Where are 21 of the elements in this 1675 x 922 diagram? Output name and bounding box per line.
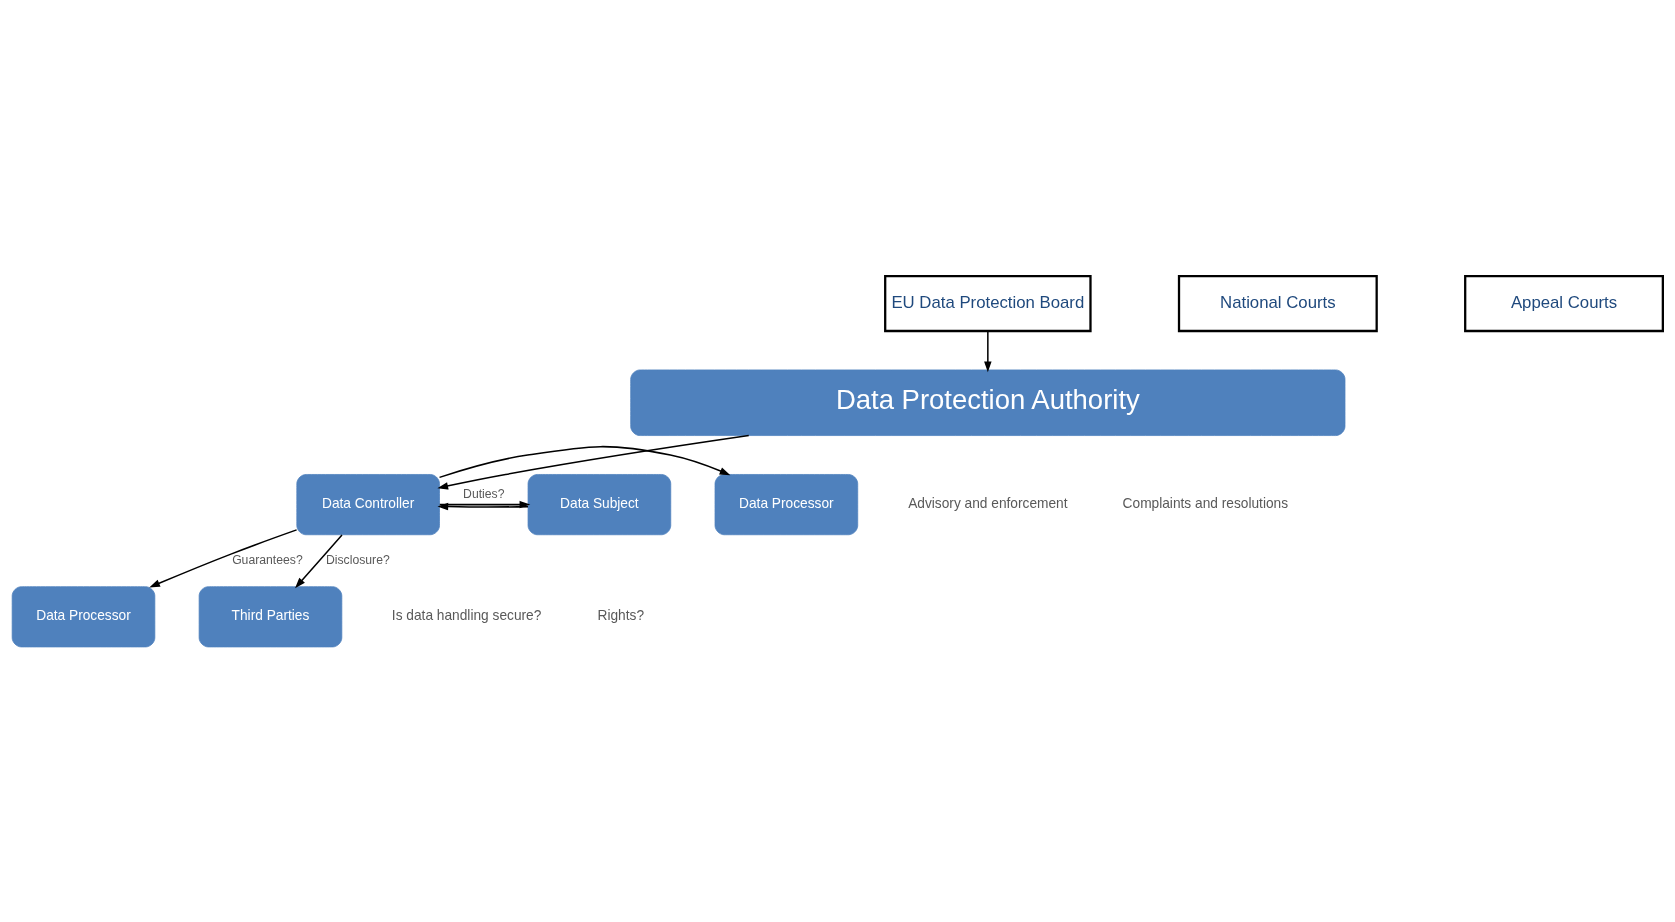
node-box: Data Subject xyxy=(527,473,672,535)
label: Is data handling secure? xyxy=(391,607,542,623)
edge-label: Guarantees? xyxy=(232,552,303,567)
edge-label: Disclosure? xyxy=(325,552,390,567)
edge-label: Duties? xyxy=(463,486,505,501)
node-box: EU Data Protection Board xyxy=(884,274,1092,332)
label: Rights? xyxy=(597,607,645,623)
arrow xyxy=(295,533,343,588)
arrow xyxy=(149,528,298,587)
node-box: Third Parties xyxy=(198,585,343,647)
arrow xyxy=(984,329,992,372)
node-box: Data Controller xyxy=(296,473,440,535)
arrow xyxy=(437,434,750,490)
label: Complaints and resolutions xyxy=(1122,495,1289,511)
label: Advisory and enforcement xyxy=(908,495,1068,511)
arrow xyxy=(438,445,731,478)
node-box: Data Protection Authority xyxy=(630,369,1346,436)
node-box: National Courts xyxy=(1177,274,1378,332)
node-box: Appeal Courts xyxy=(1464,274,1664,332)
node-box: Data Processor xyxy=(11,585,156,647)
node-box: Data Processor xyxy=(714,473,859,535)
